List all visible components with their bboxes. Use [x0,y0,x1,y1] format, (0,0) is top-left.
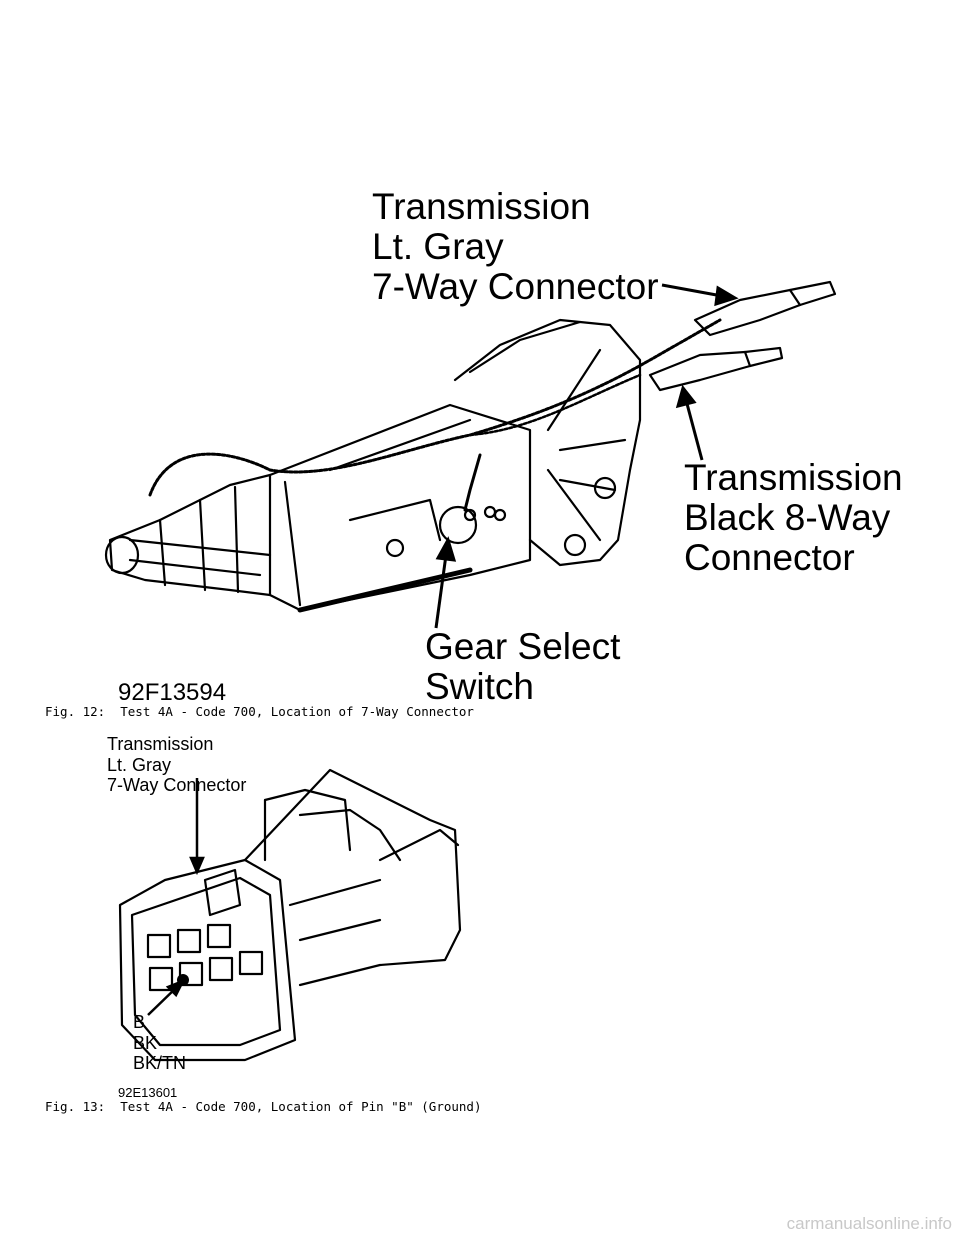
callout-line: Lt. Gray [107,754,172,775]
callout-7-way-connector: Transmission Lt. Gray 7-Way Connector [372,187,659,307]
callout-8-way-connector: Transmission Black 8-Way Connector [684,458,903,578]
callout-gear-select-switch: Gear Select Switch [425,627,620,707]
callout-connector: Transmission Lt. Gray 7-Way Connector [107,734,246,796]
callout-line: B [133,1012,146,1032]
callout-line: 7-Way Connector [107,775,247,796]
callout-line: Gear Select [425,626,621,667]
callout-line: Switch [425,665,534,707]
callout-line: Transmission [372,186,591,227]
figure-12-caption: Fig. 12: Test 4A - Code 700, Location of… [45,704,474,719]
callout-line: Lt. Gray [372,225,504,267]
callout-pin-b: B BK BK/TN [133,1012,186,1074]
figure-12-id: 92F13594 [118,679,227,706]
callout-line: Transmission [107,734,214,754]
callout-line: BK [133,1032,158,1053]
callout-line: 7-Way Connector [372,265,659,307]
watermark: carmanualsonline.info [786,1214,952,1233]
callout-line: Black 8-Way [684,496,891,538]
figure-13-id: 92E13601 [118,1085,178,1100]
callout-line: BK/TN [133,1053,187,1074]
callout-line: Transmission [684,457,903,498]
figure-13-caption: Fig. 13: Test 4A - Code 700, Location of… [45,1099,482,1114]
callout-line: Connector [684,536,855,578]
